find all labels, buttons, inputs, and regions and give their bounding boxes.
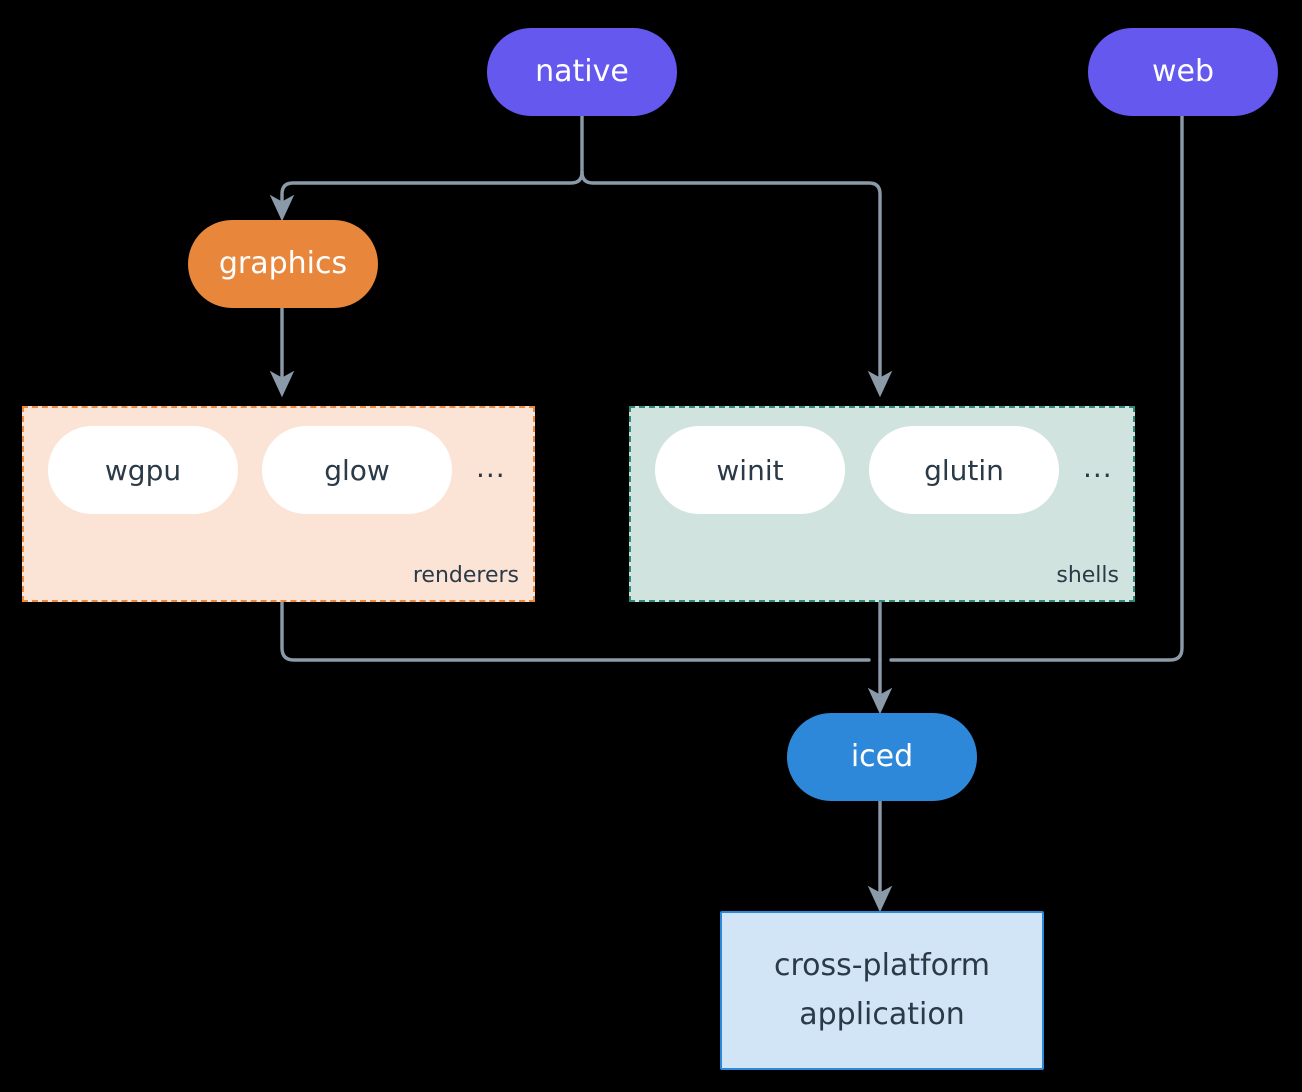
chip-winit-label: winit [716,453,784,487]
group-renderers: wgpu glow ... renderers [22,406,535,602]
node-web[interactable]: web [1088,28,1278,116]
edge-web-to-iced [889,114,1184,662]
chip-wgpu[interactable]: wgpu [48,426,238,514]
node-application-label: cross-platform application [773,947,991,1032]
chip-wgpu-label: wgpu [104,453,182,487]
group-renderers-items: wgpu glow ... [48,426,506,514]
group-renderers-title: renderers [412,563,519,588]
node-native[interactable]: native [487,28,677,116]
group-shells-title: shells [1056,563,1119,588]
chip-glutin[interactable]: glutin [869,426,1059,514]
edge-native-to-graphics [269,170,584,222]
node-native-label: native [535,54,629,90]
shells-overflow-ellipsis: ... [1083,450,1113,484]
node-iced[interactable]: iced [787,713,977,801]
chip-glow-label: glow [324,453,390,487]
group-shells-items: winit glutin ... [655,426,1113,514]
chip-glow[interactable]: glow [262,426,452,514]
node-iced-label: iced [850,739,914,775]
node-graphics[interactable]: graphics [188,220,378,308]
renderers-overflow-ellipsis: ... [476,450,506,484]
edge-native-to-shells [580,170,893,398]
chip-glutin-label: glutin [924,453,1004,487]
edge-renderers-to-iced [280,600,871,662]
node-web-label: web [1151,54,1215,90]
group-shells: winit glutin ... shells [629,406,1135,602]
node-application[interactable]: cross-platform application [720,911,1044,1070]
node-graphics-label: graphics [218,246,348,282]
chip-winit[interactable]: winit [655,426,845,514]
